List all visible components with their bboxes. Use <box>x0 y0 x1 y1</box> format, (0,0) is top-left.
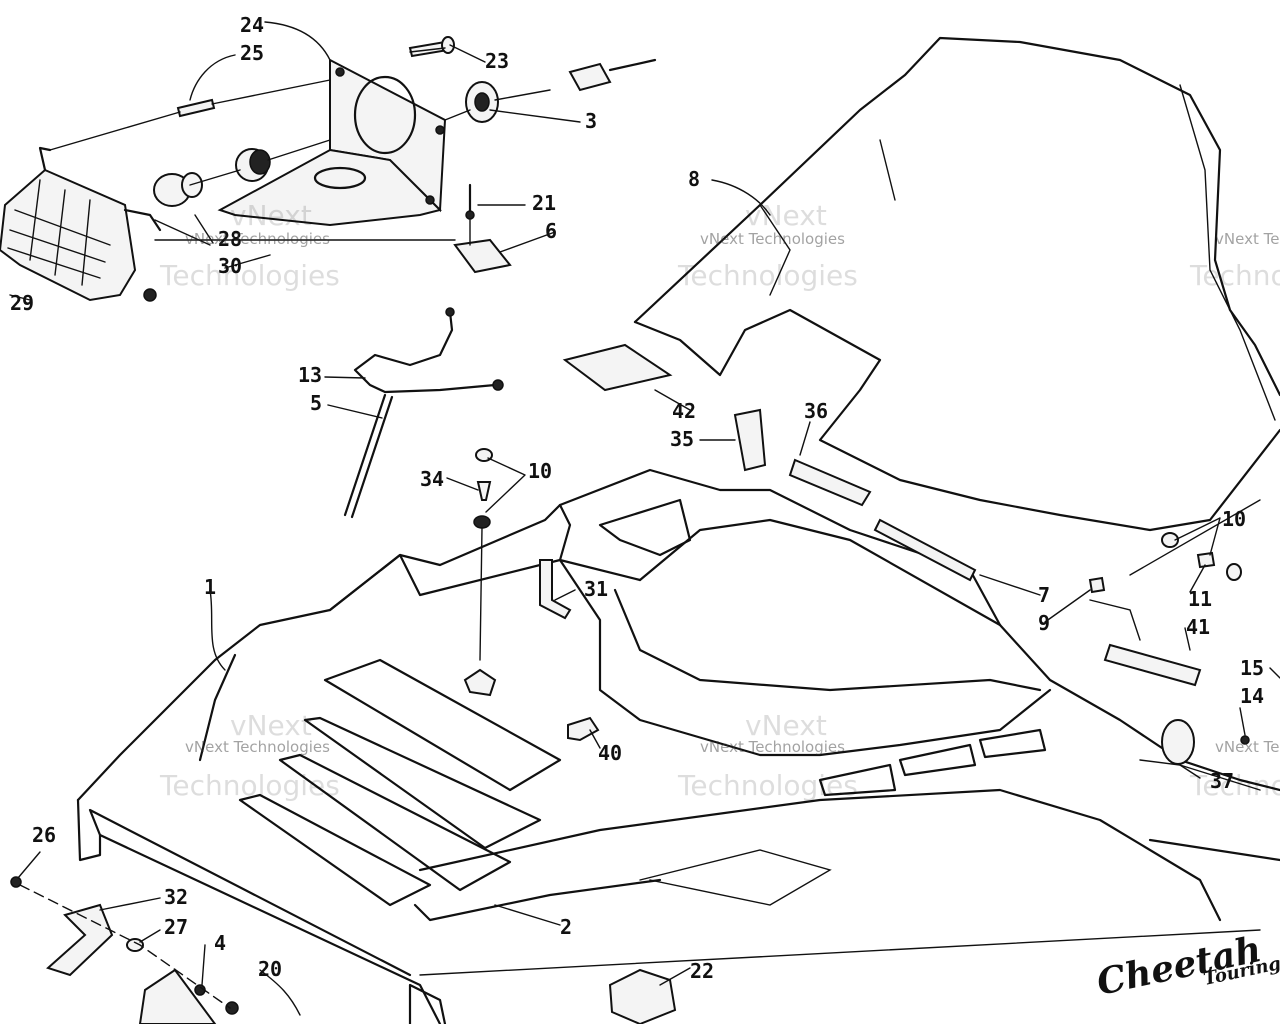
cheetah-touring-logo: Cheetah Touring <box>1093 928 1280 1004</box>
callout-29: 29 <box>10 291 34 315</box>
callout-10-top: 10 <box>528 459 552 483</box>
callout-26: 26 <box>32 823 56 847</box>
bumper-hardware <box>10 876 239 1024</box>
strip-31 <box>539 559 572 620</box>
svg-text:Technologies: Technologies <box>677 769 858 802</box>
callout-23: 23 <box>485 49 509 73</box>
callout-11: 11 <box>1188 587 1212 611</box>
svg-text:vNext Technologies: vNext Technologies <box>185 738 330 756</box>
svg-text:vNext Technologies: vNext Technologies <box>1215 738 1280 756</box>
callout-14: 14 <box>1240 684 1264 708</box>
callout-13: 13 <box>298 363 322 387</box>
callout-35: 35 <box>670 427 694 451</box>
callout-27: 27 <box>164 915 188 939</box>
callout-28: 28 <box>218 227 242 251</box>
svg-text:vNext Technologies: vNext Technologies <box>1215 230 1280 248</box>
callout-15: 15 <box>1240 656 1264 680</box>
callout-5: 5 <box>310 391 322 415</box>
svg-text:Technologies: Technologies <box>159 769 340 802</box>
callout-9: 9 <box>1038 611 1050 635</box>
callout-36: 36 <box>804 399 828 423</box>
wiring-harness <box>343 307 504 519</box>
callout-1: 1 <box>204 575 216 599</box>
callout-labels: 24 25 23 3 21 6 28 30 29 13 5 34 10 8 42… <box>10 13 1264 983</box>
callout-31: 31 <box>584 577 608 601</box>
decals <box>562 343 1202 1024</box>
svg-text:vNext Technologies: vNext Technologies <box>185 230 330 248</box>
headlight-bracket <box>217 58 447 227</box>
leader-lines <box>9 21 1280 1016</box>
callout-40: 40 <box>598 741 622 765</box>
windshield <box>633 36 1280 532</box>
callout-22: 22 <box>690 959 714 983</box>
bolts <box>176 36 455 118</box>
callout-2: 2 <box>560 915 572 939</box>
callout-25: 25 <box>240 41 264 65</box>
callout-30: 30 <box>218 254 242 278</box>
windshield-fasteners <box>1088 532 1250 745</box>
svg-text:vNext: vNext <box>230 709 312 742</box>
callout-24: 24 <box>240 13 264 37</box>
svg-text:Technologies: Technologies <box>1189 259 1280 292</box>
callout-6: 6 <box>545 219 557 243</box>
callout-42: 42 <box>672 399 696 423</box>
callout-32: 32 <box>164 885 188 909</box>
callout-3: 3 <box>585 109 597 133</box>
svg-text:Technologies: Technologies <box>159 259 340 292</box>
grommet <box>465 58 657 123</box>
watermarks: vNext Technologies Technologies vNext vN… <box>159 199 1280 802</box>
callout-7: 7 <box>1038 583 1050 607</box>
callout-37: 37 <box>1210 769 1234 793</box>
svg-text:vNext: vNext <box>745 199 827 232</box>
bulb-assembly <box>153 148 271 207</box>
callout-20: 20 <box>258 957 282 981</box>
svg-text:vNext Technologies: vNext Technologies <box>700 230 845 248</box>
small-bracket <box>453 183 512 274</box>
callout-41: 41 <box>1186 615 1210 639</box>
assembly-lines <box>49 47 1261 576</box>
callout-34: 34 <box>420 467 444 491</box>
callout-4: 4 <box>214 931 226 955</box>
callout-10-right: 10 <box>1222 507 1246 531</box>
svg-text:vNext: vNext <box>745 709 827 742</box>
hood-fasteners <box>463 448 497 697</box>
svg-text:vNext: vNext <box>230 199 312 232</box>
hood <box>76 468 1280 1024</box>
callout-8: 8 <box>688 167 700 191</box>
svg-text:Technologies: Technologies <box>1189 769 1280 802</box>
callout-21: 21 <box>532 191 556 215</box>
svg-text:Technologies: Technologies <box>677 259 858 292</box>
svg-text:vNext Technologies: vNext Technologies <box>700 738 845 756</box>
headlight <box>0 146 162 302</box>
